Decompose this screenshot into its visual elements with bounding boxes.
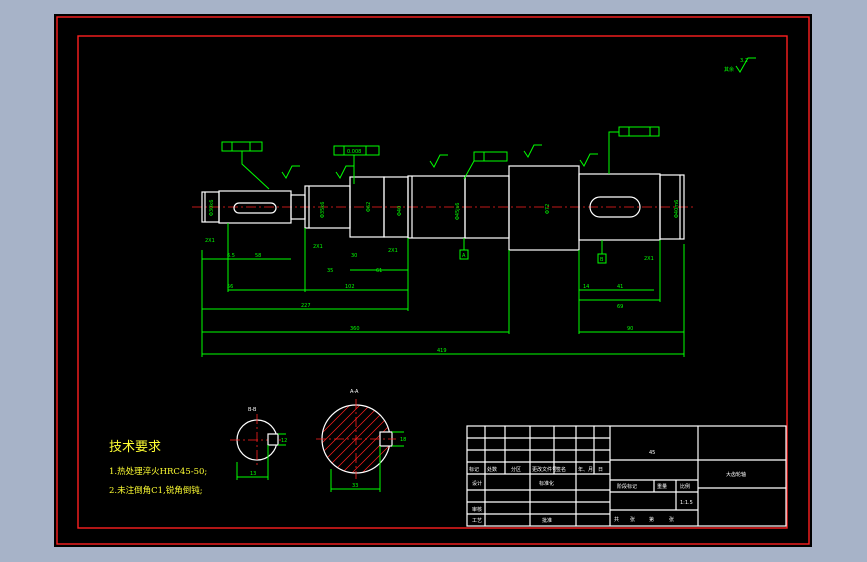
tb-material: 45	[649, 450, 655, 456]
tb-total: 共	[614, 516, 619, 523]
tb-unit: 张	[669, 516, 674, 523]
tb-standardize: 标准化	[539, 480, 554, 487]
section-bb: B-B 12 13	[230, 407, 287, 480]
tb-review: 审核	[472, 506, 482, 513]
dim-419: 419	[437, 348, 447, 354]
tech-req-item2: 2.未注倒角C1,锐角倒钝;	[109, 485, 203, 496]
dim-35: 35	[327, 268, 333, 274]
tech-requirements: 技术要求 1.热处理淬火HRC45-50; 2.未注倒角C1,锐角倒钝;	[109, 440, 207, 496]
chamfer-a: 2X1	[205, 238, 215, 244]
svg-text:Φ40m6: Φ40m6	[674, 200, 680, 218]
tb-stage: 阶段标记	[617, 483, 637, 490]
shaft-main-view	[192, 165, 696, 251]
tb-part-name: 大齿轮轴	[726, 471, 746, 478]
title-block-grid	[467, 426, 610, 526]
engineering-drawing: 其余 3.2 Φ30k6 Φ35k6	[56, 16, 810, 545]
dim-41: 41	[617, 284, 623, 290]
section-aa-dim-b: 33	[352, 483, 358, 489]
datum-a: A	[462, 253, 466, 259]
dim-90: 90	[627, 326, 633, 332]
dim-360: 360	[350, 326, 360, 332]
dimension-lines	[201, 223, 685, 357]
surface-note-label: 其余	[724, 66, 734, 73]
cad-viewport[interactable]: 其余 3.2 Φ30k6 Φ35k6	[54, 14, 812, 547]
tb-of: 张	[630, 516, 635, 523]
svg-text:Φ45js6: Φ45js6	[455, 203, 461, 220]
dim-227: 227	[301, 303, 311, 309]
surface-note-value: 3.2	[740, 58, 748, 64]
section-bb-dim-a: 12	[281, 438, 287, 444]
datum-b: B	[600, 257, 604, 263]
tb-sign: 签名	[556, 466, 566, 473]
tech-req-title: 技术要求	[109, 440, 161, 455]
tb-weight: 重量	[657, 483, 667, 490]
tb-mark: 标记	[469, 466, 479, 473]
surface-finish-note: 其余 3.2	[724, 57, 756, 73]
section-aa-dim-a: 18	[400, 437, 406, 443]
tb-count: 处数	[487, 466, 497, 473]
datum-markers: A B	[459, 238, 607, 264]
chamfer-c: 2X1	[388, 248, 398, 254]
dim-61: 61	[376, 268, 382, 274]
chamfer-b: 2X1	[313, 244, 323, 250]
dim-30: 30	[351, 253, 357, 259]
section-bb-dim-b: 13	[250, 471, 256, 477]
tb-process: 工艺	[472, 518, 482, 524]
tb-no: 第	[649, 516, 654, 523]
tb-scale: 1:1.5	[680, 500, 693, 506]
phi62-label: Φ62	[366, 202, 372, 212]
phi72-label: Φ72	[545, 204, 551, 214]
inner-frame	[77, 35, 788, 529]
title-block: 标记 处数 分区 更改文件号 签名 年、月、日 设计 标准化 审核 工艺 批准 …	[466, 425, 787, 527]
dim-6-5: 6.5	[227, 253, 235, 259]
tb-zone: 分区	[511, 466, 521, 473]
dim-56: 56	[227, 284, 233, 290]
tb-design: 设计	[472, 480, 482, 487]
section-aa: A-A 18 33	[316, 389, 406, 492]
tb-ratio: 比例	[680, 483, 690, 490]
section-aa-label: A-A	[350, 389, 359, 395]
dim-69: 69	[617, 304, 623, 310]
section-bb-label: B-B	[248, 407, 257, 413]
gdt-frames: 0.008	[221, 126, 660, 190]
svg-text:Φ40: Φ40	[397, 206, 403, 216]
dim-102: 102	[345, 284, 355, 290]
dim-14: 14	[583, 284, 589, 290]
svg-text:Φ35k6: Φ35k6	[320, 202, 326, 218]
segment-labels: Φ30k6 Φ35k6 Φ62 Φ40 Φ45js6 Φ72 Φ40m6	[209, 200, 680, 220]
tb-date: 年、月、日	[578, 466, 603, 473]
dimension-texts: 419 360 227 102 90 69 56 58 35 61 30 14 …	[205, 238, 654, 354]
flatness-value: 0.008	[347, 149, 361, 155]
tech-req-item1: 1.热处理淬火HRC45-50;	[109, 466, 207, 477]
tb-approve: 批准	[542, 517, 552, 524]
dim-58: 58	[255, 253, 261, 259]
svg-text:Φ30k6: Φ30k6	[209, 200, 215, 216]
tb-docno: 更改文件号	[532, 466, 557, 473]
outer-frame	[56, 16, 810, 545]
chamfer-d: 2X1	[644, 256, 654, 262]
